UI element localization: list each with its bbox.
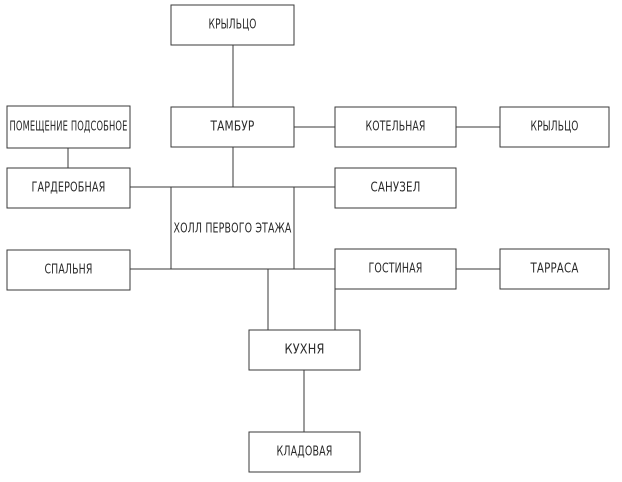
node-label: СПАЛЬНЯ — [45, 263, 93, 278]
node-label: САНУЗЕЛ — [371, 181, 421, 196]
node-vestibule: ТАМБУР — [170, 106, 295, 148]
node-label: ТАРРАСА — [530, 262, 579, 277]
node-porch-right: КРЫЛЬЦО — [499, 106, 610, 148]
node-living-room: ГОСТИНАЯ — [334, 248, 457, 290]
node-wardrobe: ГАРДЕРОБНАЯ — [6, 167, 131, 209]
node-label: ПОМЕЩЕНИЕ ПОДСОБНОЕ — [10, 120, 128, 135]
node-utility-room: ПОМЕЩЕНИЕ ПОДСОБНОЕ — [6, 105, 131, 149]
node-label: КУХНЯ — [285, 343, 325, 358]
node-terrace: ТАРРАСА — [499, 248, 610, 290]
node-kitchen: КУХНЯ — [248, 329, 361, 371]
node-label: КРЫЛЬЦО — [209, 18, 257, 33]
node-label: ХОЛЛ ПЕРВОГО ЭТАЖА — [174, 222, 292, 237]
node-bedroom: СПАЛЬНЯ — [6, 249, 131, 291]
connections — [67, 45, 500, 432]
node-label: ГОСТИНАЯ — [369, 262, 423, 277]
node-label: КОТЕЛЬНАЯ — [366, 120, 426, 135]
node-boiler-room: КОТЕЛЬНАЯ — [334, 106, 457, 148]
node-label: КРЫЛЬЦО — [531, 120, 579, 135]
node-porch-top: КРЫЛЬЦО — [170, 4, 295, 46]
node-hall: ХОЛЛ ПЕРВОГО ЭТАЖА — [170, 186, 295, 270]
node-label: КЛАДОВАЯ — [277, 445, 333, 460]
node-bathroom: САНУЗЕЛ — [334, 167, 457, 209]
node-label: ГАРДЕРОБНАЯ — [32, 181, 106, 196]
node-label: ТАМБУР — [210, 120, 255, 135]
node-pantry: КЛАДОВАЯ — [248, 431, 361, 473]
